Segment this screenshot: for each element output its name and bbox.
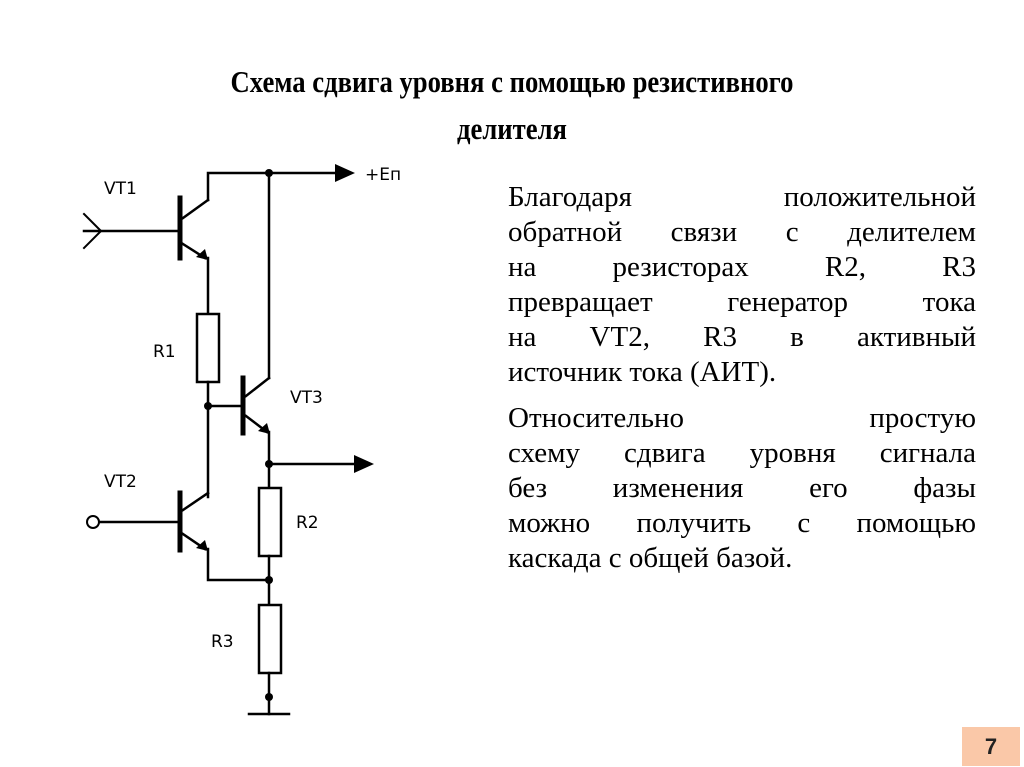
slide-title-line-2: делителя xyxy=(457,111,567,146)
output-arrow-icon xyxy=(354,455,374,473)
wire-vt2-emitter xyxy=(206,547,271,582)
label-vt1: VT1 xyxy=(104,179,137,199)
page-number-badge: 7 xyxy=(962,727,1020,766)
text-line: без изменения его фазы xyxy=(508,472,976,504)
label-r2: R2 xyxy=(296,513,319,533)
label-r1: R1 xyxy=(153,342,176,362)
label-vt3: VT3 xyxy=(290,388,323,408)
text-line: обратной связи с делителем xyxy=(508,216,976,248)
text-line: схему сдвига уровня сигнала xyxy=(508,437,976,469)
text-line: превращает генератор тока xyxy=(508,286,976,318)
text-line: можно получить с помощью xyxy=(508,507,976,539)
vt3-emitter-arrow xyxy=(258,423,270,434)
input-chevron-icon xyxy=(82,212,103,250)
vt1-emitter-arrow xyxy=(196,249,208,260)
vt2-collector xyxy=(181,491,210,512)
label-supply: +Eп xyxy=(365,165,401,185)
paragraph-common-base: Относительно простую схему сдвига уровня… xyxy=(508,401,976,576)
transistor-vt3 xyxy=(206,375,271,436)
junction-dot xyxy=(265,693,273,701)
text-line: источник тока (АИТ). xyxy=(508,356,777,388)
page-number: 7 xyxy=(984,733,998,759)
label-r3: R3 xyxy=(211,632,234,652)
paragraph-feedback: Благодаря положительной обратной связи с… xyxy=(508,180,976,390)
description-text: Благодаря положительной обратной связи с… xyxy=(508,180,976,587)
resistor-r3 xyxy=(257,603,283,675)
transistor-vt1 xyxy=(82,195,210,261)
vt2-emitter-arrow xyxy=(196,540,208,551)
circuit-schematic: VT1 R1 VT3 VT2 R2 R3 +Eп xyxy=(82,164,401,716)
slide-title-line-1: Схема сдвига уровня с помощью резистивно… xyxy=(230,64,794,99)
label-vt2: VT2 xyxy=(104,472,137,492)
slide-title: Схема сдвига уровня с помощью резистивно… xyxy=(123,58,900,152)
vt3-collector xyxy=(244,376,271,398)
text-line: Относительно простую xyxy=(508,402,976,434)
text-line: на резисторах R2, R3 xyxy=(508,251,976,283)
text-line: каскада с общей базой. xyxy=(508,542,793,574)
input-terminal-icon xyxy=(86,515,100,529)
vt1-collector xyxy=(181,198,210,220)
resistor-r1 xyxy=(195,312,221,384)
supply-arrow-icon xyxy=(335,164,355,182)
text-line: Благодаря положительной xyxy=(508,181,976,213)
transistor-vt2 xyxy=(96,490,210,553)
supply-rail xyxy=(206,171,342,202)
text-line: на VT2, R3 в активный xyxy=(508,321,976,353)
resistor-r2 xyxy=(257,486,283,558)
